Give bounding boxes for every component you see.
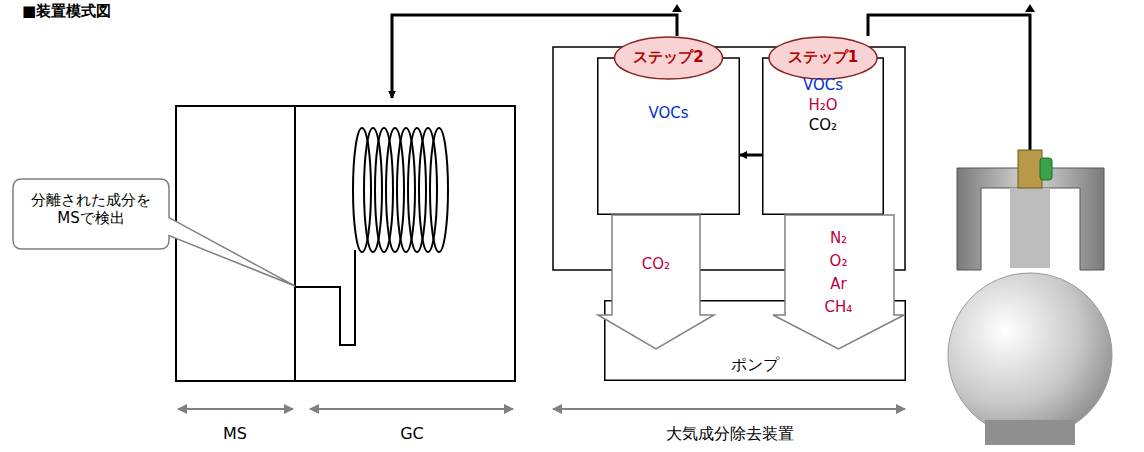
span-arrow [553,408,905,410]
span-arrow [178,408,293,410]
part-label: MS [223,424,247,443]
node-text: ポンプ [714,355,796,374]
exhaust-arrow-outline [597,215,715,350]
node-text: H₂O [762,96,884,114]
flow-arrowhead [672,4,682,12]
exhaust-arrow: N₂ O₂ ArCH₄ [772,215,905,350]
node-text: VOCs [597,104,740,122]
gc-housing [295,106,515,381]
node-text: N₂ [772,229,905,247]
flow-arrow [740,154,762,157]
span-arrow [310,408,513,410]
column-outlet-line [295,250,355,345]
step-chamber: ステップ1VOCsH₂O CO₂ [762,36,884,215]
part-label: 大気成分除去装置 [666,424,794,445]
node-text: CH₄ [772,298,905,316]
node-text: CO₂ [597,255,715,273]
step-chamber: ステップ2VOCs [597,36,740,215]
callout-bubble: 分離された成分をMSで検出 [12,178,170,250]
node-text: CO₂ [762,116,884,134]
gc-column-coil [353,128,448,252]
diagram-title: ■装置模式図 [22,2,111,21]
gas-cylinder [948,150,1112,445]
flow-arrowhead [1025,4,1035,12]
exhaust-arrow: CO₂ [597,215,715,350]
node-text: ステップ2 [597,48,740,66]
part-label: GC [400,424,424,443]
node-text: VOCs [762,76,884,94]
sample-line [868,15,1030,150]
node-text: 分離された成分をMSで検出 [26,191,156,227]
node-text: ステップ1 [762,48,884,66]
node-text: O₂ [772,252,905,270]
node-text: Ar [772,275,905,293]
